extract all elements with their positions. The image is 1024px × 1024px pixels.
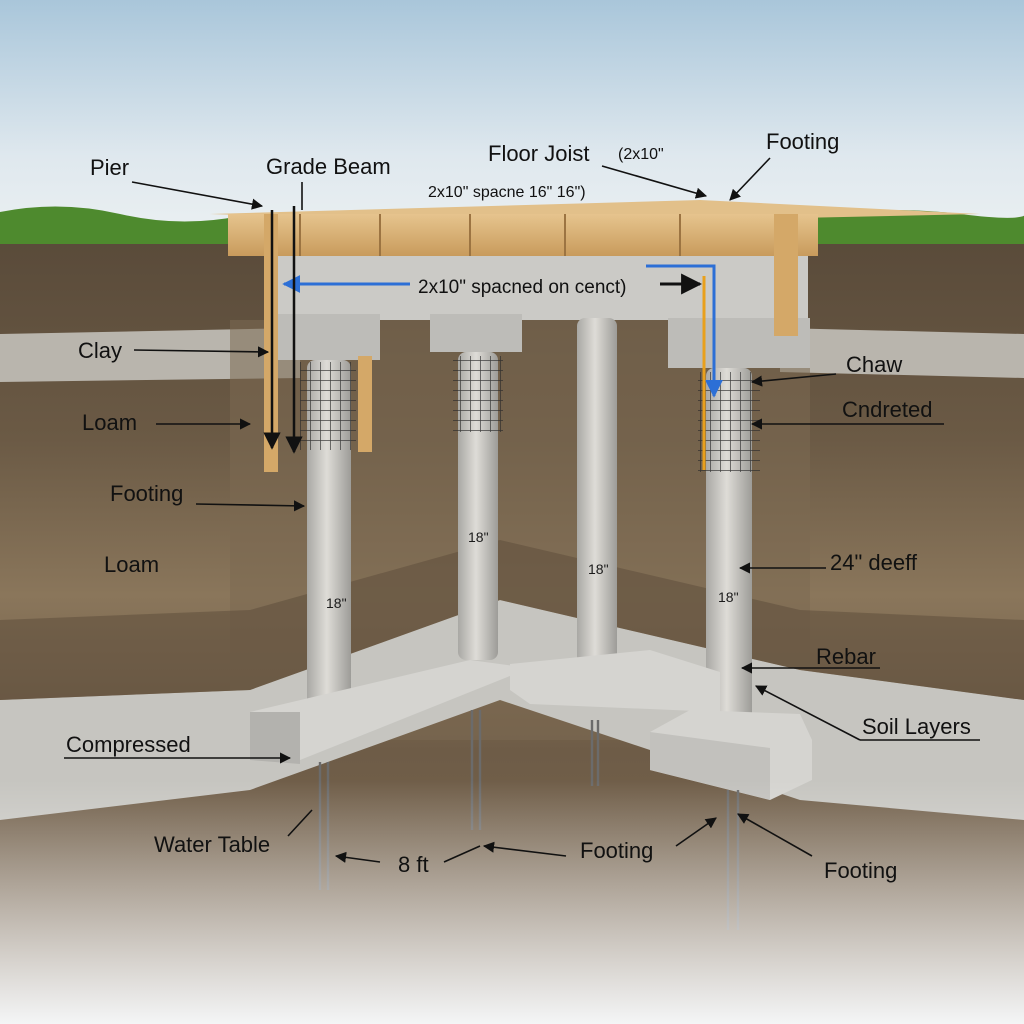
pier-3 (577, 318, 617, 664)
bottom-fade (0, 780, 1024, 1024)
label-beam-note: 2x10" spacned on cenct) (418, 277, 627, 298)
clay-band (0, 328, 300, 382)
label-loam-2: Loam (104, 552, 159, 577)
pier-2 (453, 352, 503, 660)
label-compressed: Compressed (66, 732, 191, 757)
footing-1 (250, 660, 530, 760)
blue-arrow-right (646, 264, 723, 398)
label-water-table: Water Table (154, 832, 270, 857)
label-footing-bottom-mid: Footing (580, 838, 653, 863)
label-footing-bottom-right: Footing (824, 858, 897, 883)
label-loam-1: Loam (82, 410, 137, 435)
label-pier: Pier (90, 155, 129, 180)
label-depth-24: 24" deeff (830, 550, 918, 575)
pier-3-diameter: 18" (588, 561, 609, 577)
label-chaw: Chaw (846, 352, 902, 377)
leader-lines (64, 157, 980, 863)
label-grade-beam: Grade Beam (266, 154, 391, 179)
grass-left (0, 206, 240, 256)
label-joist-size: (2x10" (618, 146, 664, 163)
label-rebar: Rebar (816, 644, 876, 669)
wood-post-right (774, 214, 798, 336)
footing-2 (510, 650, 720, 712)
label-footing-top: Footing (766, 129, 839, 154)
label-soil-layers: Soil Layers (862, 714, 971, 739)
label-footing-left: Footing (110, 481, 183, 506)
pier-2-diameter: 18" (468, 529, 489, 545)
label-joist-spacing: 2x10" spacne 16" 16") (428, 184, 586, 201)
label-clay: Clay (78, 338, 122, 363)
label-depth-8ft: 8 ft (398, 852, 429, 877)
pier-1 (300, 360, 356, 706)
floor-joists (228, 214, 818, 256)
label-cndreted: Cndreted (842, 397, 933, 422)
label-floor-joist: Floor Joist (488, 141, 589, 166)
pier-1-diameter: 18" (326, 595, 347, 611)
grade-beam (278, 254, 808, 320)
pier-4-diameter: 18" (718, 589, 739, 605)
